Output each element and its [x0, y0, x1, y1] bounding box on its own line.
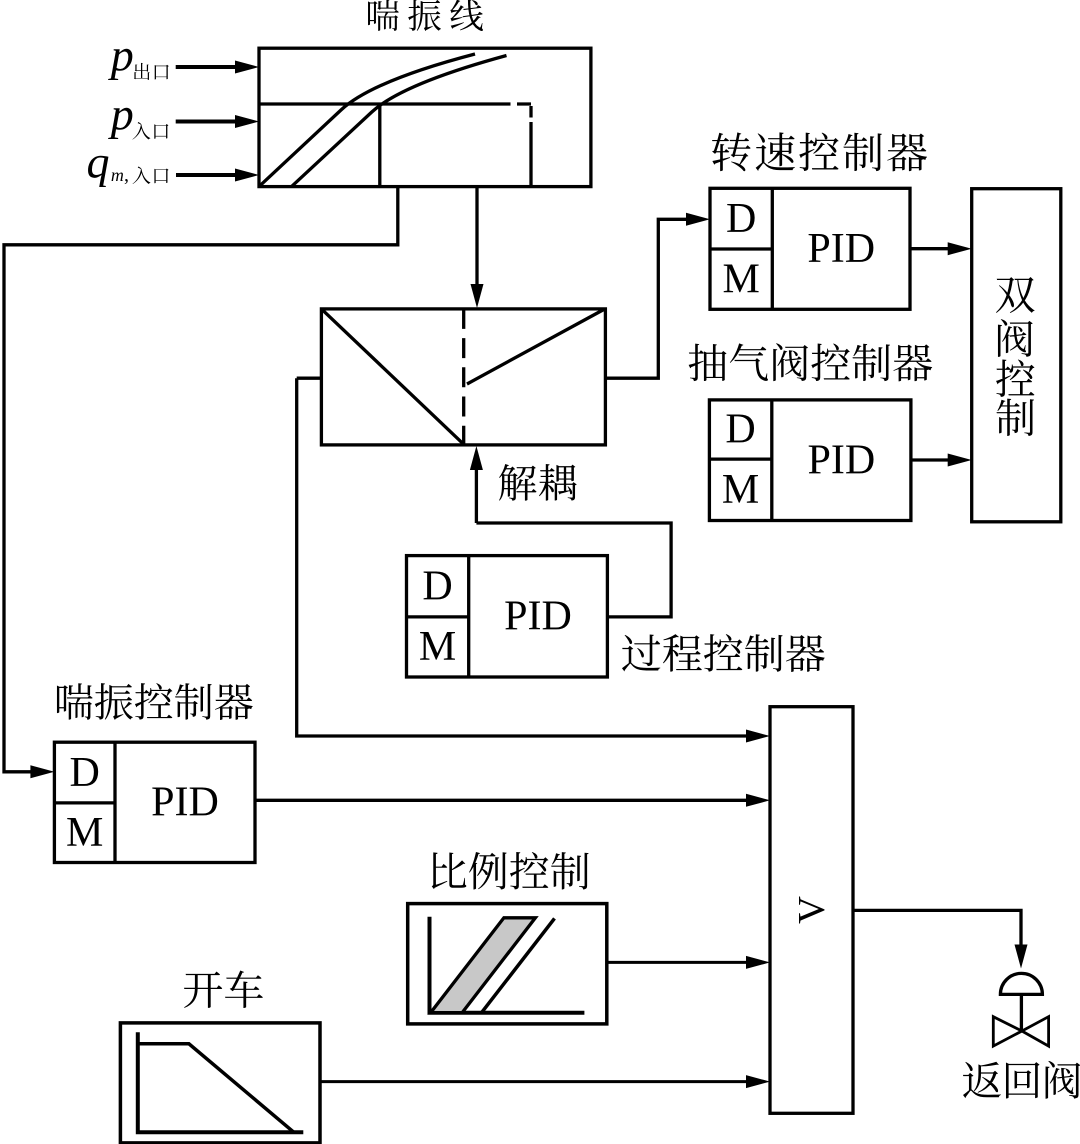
svg-text:p: p: [108, 30, 134, 81]
svg-text:p: p: [108, 89, 134, 140]
svg-text:M: M: [722, 467, 759, 513]
svg-text:M: M: [723, 256, 760, 302]
svg-text:q: q: [87, 136, 110, 187]
svg-text:PID: PID: [807, 226, 875, 272]
svg-text:,: ,: [124, 164, 129, 186]
svg-text:D: D: [725, 407, 755, 453]
svg-text:PID: PID: [504, 594, 572, 640]
svg-text:V: V: [791, 896, 833, 924]
svg-text:D: D: [726, 196, 756, 242]
svg-text:PID: PID: [808, 437, 876, 483]
svg-text:D: D: [70, 750, 100, 796]
svg-text:PID: PID: [151, 780, 219, 826]
svg-text:D: D: [422, 563, 452, 609]
svg-text:M: M: [419, 624, 456, 670]
svg-text:m: m: [111, 165, 124, 185]
svg-text:M: M: [66, 810, 103, 856]
